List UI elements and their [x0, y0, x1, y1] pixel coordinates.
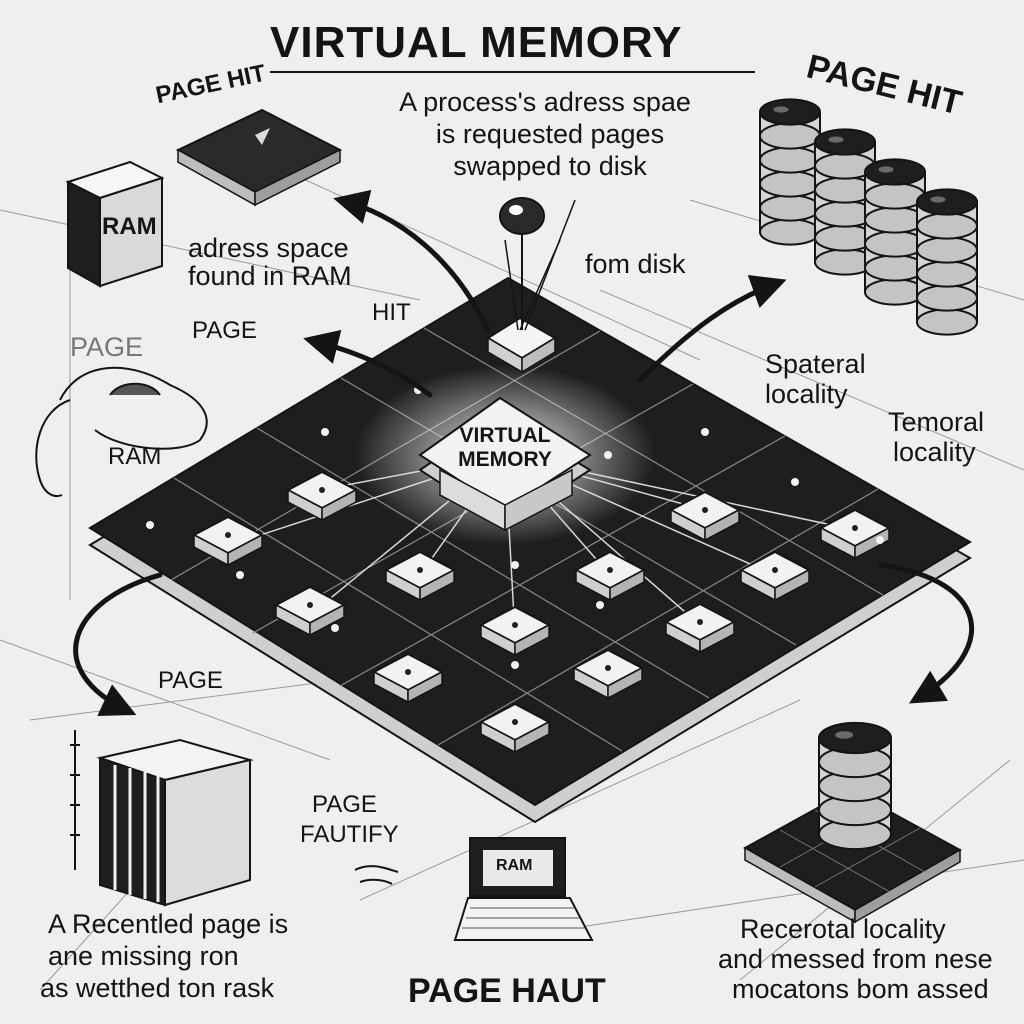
hub-label-line-1: VIRTUAL [459, 424, 551, 447]
grid-node [701, 428, 709, 436]
lookup-bulb-icon [499, 197, 545, 330]
flow-arrows [73, 189, 974, 716]
guide-lines [0, 71, 1024, 991]
page-tile [478, 605, 552, 657]
ram-box-label: RAM [102, 213, 157, 240]
grid-node [511, 561, 519, 569]
grid-node [876, 536, 884, 544]
ram-box [65, 160, 165, 288]
page-tiles [146, 386, 892, 754]
spatial-locality-line-2: locality [765, 379, 848, 409]
grid-node [146, 521, 154, 529]
from-disk-label: fom disk [585, 249, 686, 279]
disk-stack [916, 188, 978, 336]
recent-page-line-3: as wetthed ton rask [40, 973, 275, 1003]
address-found-line-2: found in RAM [188, 261, 352, 291]
page-tile [371, 652, 445, 704]
hub-label-line-2: MEMORY [458, 448, 552, 471]
grid-node [604, 451, 612, 459]
fault-scribble [354, 865, 399, 885]
sketch-figure [35, 366, 208, 498]
spatial-locality-line-1: Spateral [765, 349, 866, 379]
intro-line-3: swapped to disk [453, 151, 647, 181]
page-tile [285, 470, 359, 522]
page-fault-line-1: PAGE [312, 791, 377, 818]
page-tile [273, 585, 347, 637]
bottom-center-label: PAGE HAUT [408, 972, 606, 1010]
page-tile [478, 702, 552, 754]
grid-node [511, 661, 519, 669]
disk-storage-stacks [759, 98, 978, 336]
grid-node [791, 478, 799, 486]
page-tile [191, 515, 265, 567]
page-tile [573, 550, 647, 602]
bottom-right-line-2: and messed from nese [718, 944, 993, 974]
page-label-lower: PAGE [158, 667, 223, 694]
disk-stack [818, 721, 892, 851]
virtual-memory-hub [418, 396, 592, 532]
page-label-mid: PAGE [192, 317, 257, 344]
page-fault-line-2: FAUTIFY [300, 821, 399, 848]
page-tile [663, 602, 737, 654]
page-tile [818, 508, 892, 560]
page-tile [738, 550, 812, 602]
disk-binders [70, 730, 254, 907]
laptop-screen-label: RAM [496, 857, 533, 874]
page-tile [383, 550, 457, 602]
grid-node [236, 571, 244, 579]
in-ram-label: RAM [108, 443, 162, 470]
top-page-tile [486, 316, 557, 374]
recent-page-line-2: ane missing ron [48, 941, 239, 971]
floating-page-tablet [175, 108, 343, 207]
diagram-title: VIRTUAL MEMORY [270, 18, 683, 67]
address-found-line-1: adress space [188, 233, 349, 263]
page-tile [668, 490, 742, 542]
thin-rays [504, 199, 576, 331]
temporal-locality-line-2: locality [893, 437, 976, 467]
single-disk-stack [818, 721, 892, 851]
recent-page-line-1: A Recentled page is [48, 909, 289, 939]
page-tile [571, 648, 645, 700]
page-label-left: PAGE [70, 332, 144, 362]
grid-node [596, 601, 604, 609]
grid-node [321, 428, 329, 436]
temporal-locality-line-1: Temoral [888, 407, 985, 437]
laptop-icon [453, 837, 594, 941]
intro-line-2: is requested pages [435, 119, 665, 149]
grid-node [331, 624, 339, 632]
intro-line-1: A process's adress spae [399, 87, 691, 117]
hit-label-mid: HIT [372, 299, 411, 326]
disk-stack [759, 98, 821, 246]
bottom-right-line-3: mocatons bom assed [732, 974, 989, 1004]
bottom-right-line-1: Recerotal locality [740, 914, 946, 944]
